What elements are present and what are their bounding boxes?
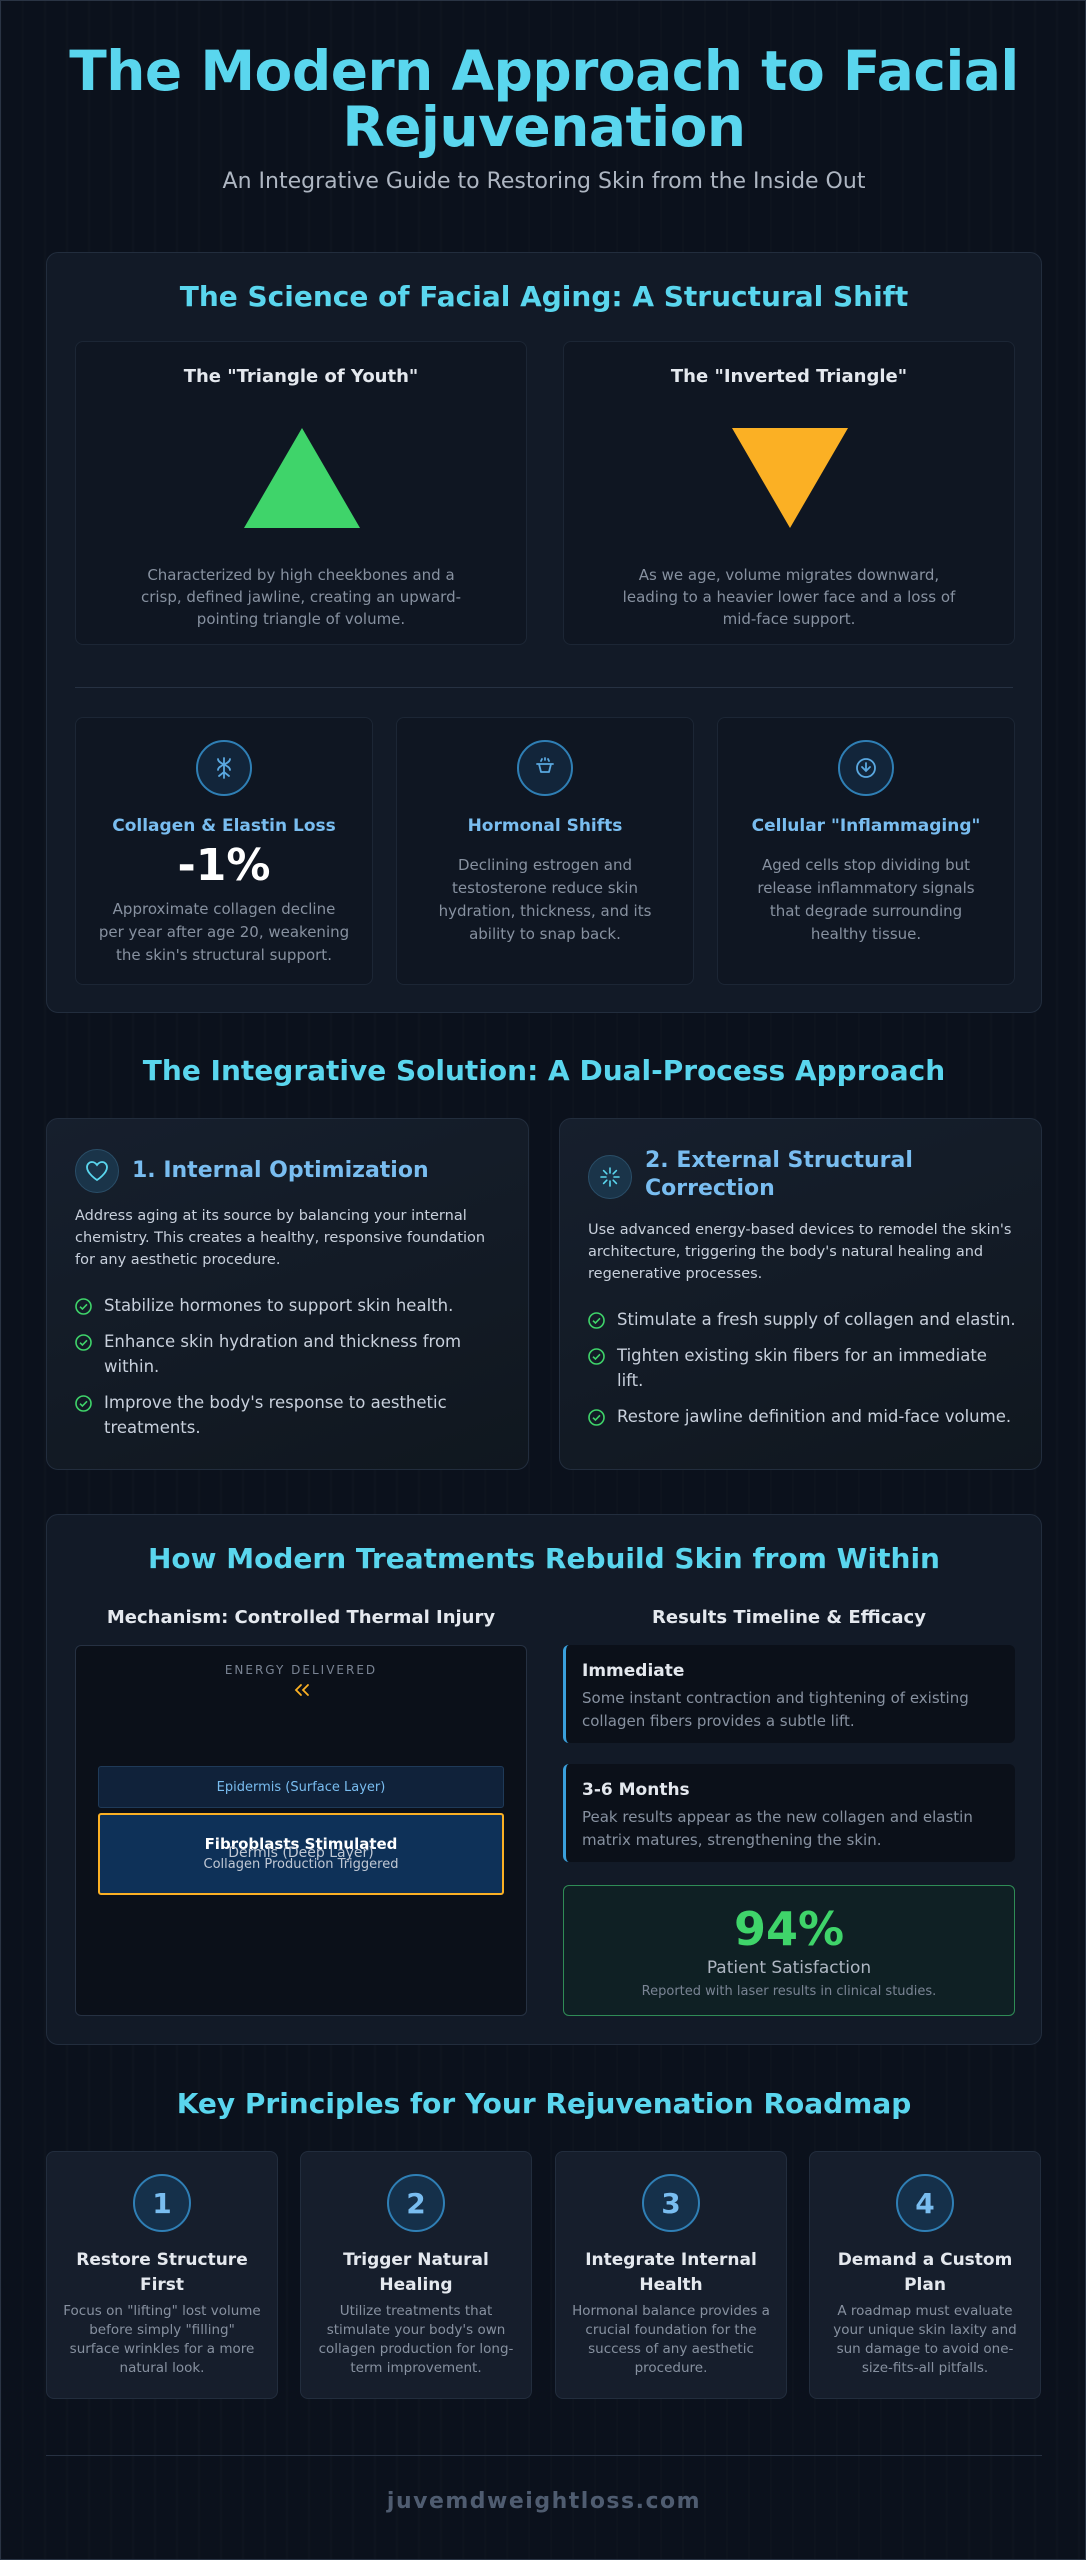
satisfaction-stat-box: 94% Patient Satisfaction Reported with l… — [563, 1885, 1015, 2016]
principle-number: 4 — [896, 2174, 954, 2232]
thermal-mechanism-diagram: ENERGY DELIVERED Epidermis (Surface Laye… — [75, 1645, 527, 2016]
external-item-text: Stimulate a fresh supply of collagen and… — [617, 1310, 1016, 1329]
triangle-youth-desc: Characterized by high cheekbones and a c… — [140, 566, 462, 628]
principle-title: Demand a Custom Plan — [837, 2250, 1013, 2295]
sparkle-icon — [588, 1155, 632, 1199]
factor-desc: Aged cells stop dividing but release inf… — [757, 856, 975, 943]
timeline-desc: Peak results appear as the new collagen … — [582, 1808, 973, 1849]
check-circle-icon — [588, 1348, 605, 1365]
treatments-title: How Modern Treatments Rebuild Skin from … — [148, 1542, 940, 1575]
energy-label: ENERGY DELIVERED — [224, 1663, 378, 1677]
external-correction-card: 2. External Structural Correction Use ad… — [559, 1118, 1042, 1470]
internal-item: Stabilize hormones to support skin healt… — [75, 1293, 500, 1318]
satisfaction-value: 94% — [733, 1902, 845, 1956]
satisfaction-label: Patient Satisfaction — [706, 1958, 872, 1978]
factor-desc: Declining estrogen and testosterone redu… — [438, 856, 652, 943]
epidermis-layer: Epidermis (Surface Layer) — [98, 1766, 504, 1808]
check-circle-icon — [75, 1334, 92, 1351]
principle-title: Trigger Natural Healing — [343, 2250, 489, 2295]
internal-optimization-card: 1. Internal Optimization Address aging a… — [46, 1118, 529, 1470]
internal-title: 1. Internal Optimization — [132, 1158, 429, 1183]
external-item: Tighten existing skin fibers for an imme… — [588, 1343, 1017, 1393]
footer-site[interactable]: juvemdweightloss.com — [386, 2489, 702, 2514]
factor-card-inflammaging: Cellular "Inflammaging" Aged cells stop … — [717, 717, 1015, 985]
check-circle-icon — [588, 1312, 605, 1329]
principle-title: Restore Structure First — [76, 2250, 248, 2295]
external-desc: Use advanced energy-based devices to rem… — [588, 1222, 1012, 1282]
external-item-text: Tighten existing skin fibers for an imme… — [617, 1346, 987, 1390]
principle-number: 1 — [133, 2174, 191, 2232]
satisfaction-note: Reported with laser results in clinical … — [641, 1984, 937, 1999]
internal-item: Improve the body's response to aesthetic… — [75, 1390, 500, 1440]
internal-desc: Address aging at its source by balancing… — [75, 1208, 486, 1268]
triangle-youth-card: The "Triangle of Youth" Characterized by… — [75, 341, 527, 645]
external-item-text: Restore jawline definition and mid-face … — [617, 1407, 1012, 1426]
factor-desc: Approximate collagen decline per year af… — [98, 900, 350, 964]
check-circle-icon — [75, 1298, 92, 1315]
treatments-panel: How Modern Treatments Rebuild Skin from … — [46, 1514, 1042, 2045]
factor-card-hormonal: Hormonal Shifts Declining estrogen and t… — [396, 717, 694, 985]
cell-icon — [838, 740, 894, 796]
dna-icon — [196, 740, 252, 796]
timeline-immediate: Immediate Some instant contraction and t… — [563, 1645, 1015, 1743]
principle-card: 2 Trigger Natural Healing Utilize treatm… — [300, 2151, 532, 2399]
dermis-layer: Fibroblasts Stimulated Dermis (Deep Laye… — [98, 1813, 504, 1895]
triangle-inverted-desc: As we age, volume migrates downward, lea… — [622, 566, 956, 628]
triangle-up-icon — [244, 428, 360, 528]
mechanism-heading: Mechanism: Controlled Thermal Injury — [106, 1607, 496, 1628]
energy-chevron-icon — [294, 1684, 309, 1696]
external-item: Stimulate a fresh supply of collagen and… — [588, 1307, 1017, 1332]
principle-desc: Focus on "lifting" lost volume before si… — [63, 2303, 261, 2376]
principle-desc: Hormonal balance provides a crucial foun… — [572, 2303, 770, 2376]
external-title: 2. External Structural Correction — [645, 1148, 913, 1201]
timeline-title: 3-6 Months — [582, 1780, 690, 1800]
dermis-label: Dermis (Deep Layer) — [228, 1845, 374, 1861]
fibroblasts-subtitle: Collagen Production Triggered — [203, 1857, 399, 1872]
fibroblasts-title: Fibroblasts Stimulated — [204, 1835, 398, 1853]
principle-desc: A roadmap must evaluate your unique skin… — [833, 2303, 1017, 2376]
triangle-down-icon — [732, 428, 848, 528]
page-subtitle: An Integrative Guide to Restoring Skin f… — [222, 169, 866, 194]
collagen-stat: -1% — [177, 840, 271, 891]
principle-desc: Utilize treatments that stimulate your b… — [318, 2303, 514, 2376]
results-heading: Results Timeline & Efficacy — [652, 1607, 926, 1628]
factor-title: Hormonal Shifts — [467, 816, 623, 836]
timeline-title: Immediate — [582, 1661, 685, 1681]
triangle-inverted-title: The "Inverted Triangle" — [670, 366, 908, 387]
principle-card: 1 Restore Structure First Focus on "lift… — [46, 2151, 278, 2399]
epidermis-label: Epidermis (Surface Layer) — [216, 1779, 386, 1795]
timeline-months: 3-6 Months Peak results appear as the ne… — [563, 1764, 1015, 1862]
check-circle-icon — [75, 1395, 92, 1412]
factor-title: Collagen & Elastin Loss — [112, 816, 336, 836]
science-title: The Science of Facial Aging: A Structura… — [179, 280, 909, 313]
hormone-icon — [517, 740, 573, 796]
internal-item-text: Stabilize hormones to support skin healt… — [104, 1296, 454, 1315]
factor-card-collagen: Collagen & Elastin Loss -1% Approximate … — [75, 717, 373, 985]
check-circle-icon — [588, 1409, 605, 1426]
principles-title: Key Principles for Your Rejuvenation Roa… — [176, 2087, 912, 2120]
internal-item-text: Enhance skin hydration and thickness fro… — [104, 1332, 462, 1376]
factor-title: Cellular "Inflammaging" — [751, 816, 981, 836]
triangle-youth-title: The "Triangle of Youth" — [183, 366, 419, 387]
page-title: The Modern Approach to Facial Rejuvenati… — [69, 39, 1019, 159]
triangle-inverted-card: The "Inverted Triangle" As we age, volum… — [563, 341, 1015, 645]
principle-number: 3 — [642, 2174, 700, 2232]
principle-card: 4 Demand a Custom Plan A roadmap must ev… — [809, 2151, 1041, 2399]
internal-item: Enhance skin hydration and thickness fro… — [75, 1329, 500, 1379]
footer-divider — [46, 2455, 1042, 2456]
science-panel: The Science of Facial Aging: A Structura… — [46, 252, 1042, 1013]
principle-card: 3 Integrate Internal Health Hormonal bal… — [555, 2151, 787, 2399]
principle-number: 2 — [387, 2174, 445, 2232]
heart-icon — [75, 1149, 119, 1193]
internal-item-text: Improve the body's response to aesthetic… — [104, 1393, 447, 1437]
principle-title: Integrate Internal Health — [585, 2250, 757, 2295]
timeline-desc: Some instant contraction and tightening … — [582, 1689, 969, 1730]
integrative-title: The Integrative Solution: A Dual-Process… — [142, 1054, 946, 1087]
external-item: Restore jawline definition and mid-face … — [588, 1404, 1017, 1429]
section-divider — [75, 687, 1013, 688]
